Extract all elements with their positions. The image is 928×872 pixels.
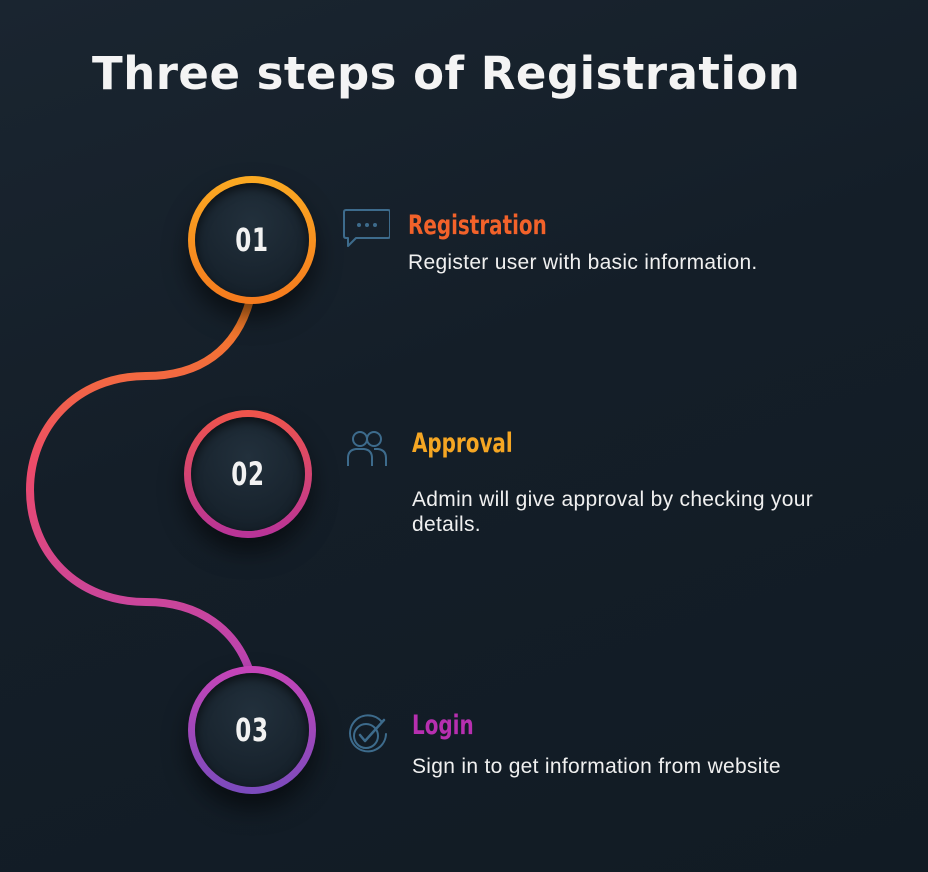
step-3-description: Sign in to get information from website <box>412 755 781 778</box>
step-3-number: 03 <box>235 711 269 749</box>
step-1-title: Registration <box>408 210 547 241</box>
users-icon <box>347 431 387 466</box>
step-2-number: 02 <box>231 455 265 493</box>
step-1-number: 01 <box>235 221 269 259</box>
step-1-description: Register user with basic information. <box>408 251 758 274</box>
step-1-circle: 01 <box>188 176 316 304</box>
step-3-title: Login <box>412 710 474 741</box>
step-2-description: Admin will give approval by checking you… <box>412 488 813 536</box>
step-3-circle: 03 <box>188 666 316 794</box>
page-title: Three steps of Registration <box>92 47 801 100</box>
chat-bubble-icon <box>343 209 390 247</box>
step-2-circle: 02 <box>184 410 312 538</box>
step-2-title: Approval <box>412 428 513 459</box>
check-circle-icon <box>349 714 387 753</box>
